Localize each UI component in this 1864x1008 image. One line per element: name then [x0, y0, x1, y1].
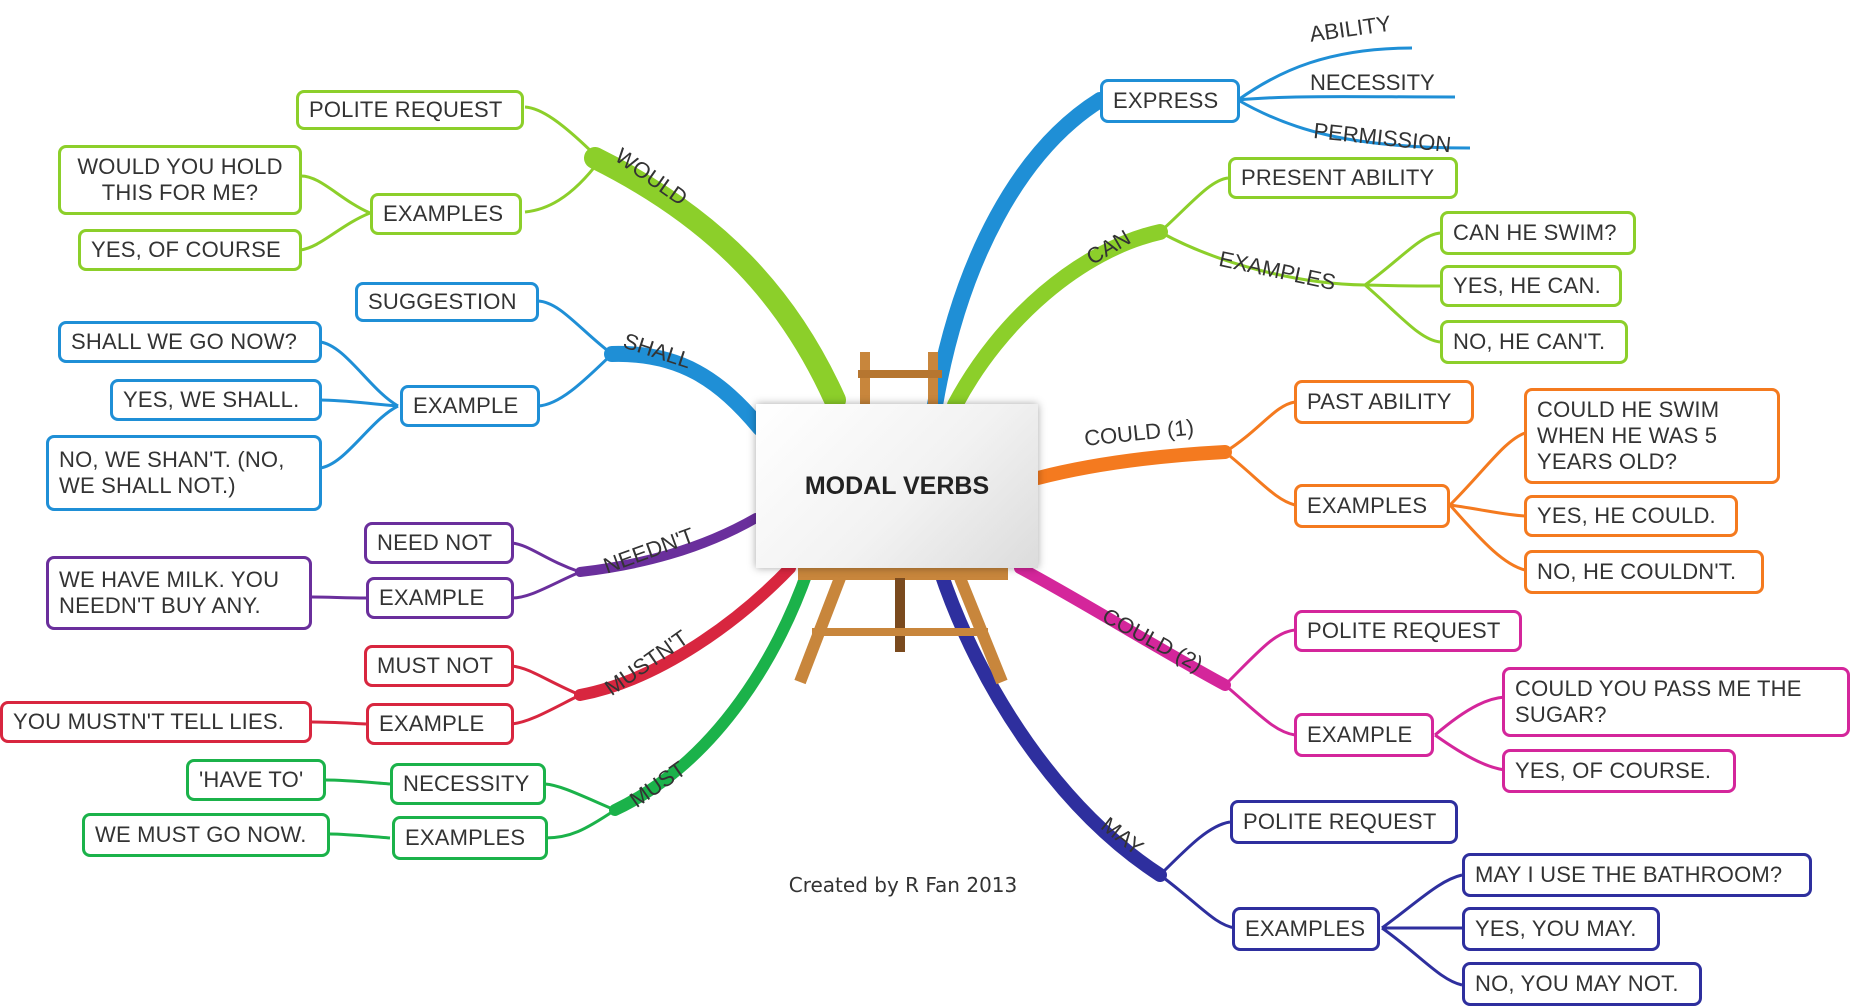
can-example-swim: CAN HE SWIM?	[1440, 211, 1636, 255]
would-example-yes: YES, OF COURSE	[78, 229, 302, 271]
could1-examples: EXAMPLES	[1294, 484, 1450, 528]
could1-example-swim: COULD HE SWIM WHEN HE WAS 5 YEARS OLD?	[1524, 388, 1780, 484]
may-branch	[933, 563, 1463, 987]
neednt-branch	[311, 513, 761, 600]
would-examples: EXAMPLES	[370, 193, 522, 235]
easel-illustration	[794, 352, 1008, 685]
must-branch	[324, 564, 814, 840]
neednt-example-milk: WE HAVE MILK. YOU NEEDN'T BUY ANY.	[46, 556, 312, 630]
may-example-yes: YES, YOU MAY.	[1462, 907, 1660, 951]
must-have-to: 'HAVE TO'	[186, 759, 326, 801]
neednt-need-not: NEED NOT	[364, 522, 514, 564]
shall-example-no: NO, WE SHAN'T. (NO, WE SHALL NOT.)	[46, 435, 322, 511]
can-present-ability: PRESENT ABILITY	[1228, 157, 1458, 199]
must-examples: EXAMPLES	[392, 816, 548, 860]
mustnt-must-not: MUST NOT	[364, 645, 514, 687]
would-branch	[299, 105, 846, 411]
may-examples: EXAMPLES	[1232, 907, 1380, 951]
shall-example-yes: YES, WE SHALL.	[110, 379, 322, 421]
must-example-go-now: WE MUST GO NOW.	[82, 813, 330, 857]
could2-example-yes: YES, OF COURSE.	[1502, 749, 1736, 793]
neednt-example: EXAMPLE	[366, 577, 514, 619]
can-example-yes: YES, HE CAN.	[1440, 265, 1622, 307]
can-example-no: NO, HE CAN'T.	[1440, 320, 1628, 364]
may-polite-request: POLITE REQUEST	[1230, 800, 1458, 844]
could1-past-ability: PAST ABILITY	[1294, 380, 1474, 424]
could1-branch	[1031, 400, 1526, 572]
central-topic: MODAL VERBS	[756, 404, 1038, 568]
can-branch	[947, 176, 1441, 413]
mustnt-example-lies: YOU MUSTN'T TELL LIES.	[0, 701, 312, 743]
would-polite-request: POLITE REQUEST	[296, 90, 524, 130]
express-necessity: NECESSITY	[1310, 70, 1435, 95]
express-node: EXPRESS	[1100, 79, 1240, 123]
could2-branch	[1014, 562, 1506, 772]
could1-example-no: NO, HE COULDN'T.	[1524, 550, 1764, 594]
shall-suggestion: SUGGESTION	[355, 282, 539, 322]
shall-example-go-now: SHALL WE GO NOW?	[58, 321, 322, 363]
may-example-no: NO, YOU MAY NOT.	[1462, 962, 1702, 1006]
could2-example-sugar: COULD YOU PASS ME THE SUGAR?	[1502, 667, 1850, 737]
must-necessity: NECESSITY	[390, 763, 546, 805]
shall-example: EXAMPLE	[400, 385, 540, 427]
could1-example-yes: YES, HE COULD.	[1524, 495, 1738, 537]
may-example-bathroom: MAY I USE THE BATHROOM?	[1462, 853, 1812, 897]
could2-polite-request: POLITE REQUEST	[1294, 610, 1522, 652]
could2-example: EXAMPLE	[1294, 713, 1434, 757]
shall-branch	[319, 299, 768, 470]
credit-text: Created by R Fan 2013	[788, 873, 1018, 897]
mustnt-branch	[311, 562, 796, 726]
express-branch	[927, 46, 1471, 413]
mustnt-example: EXAMPLE	[366, 703, 514, 745]
would-example-hold: WOULD YOU HOLD THIS FOR ME?	[58, 145, 302, 215]
